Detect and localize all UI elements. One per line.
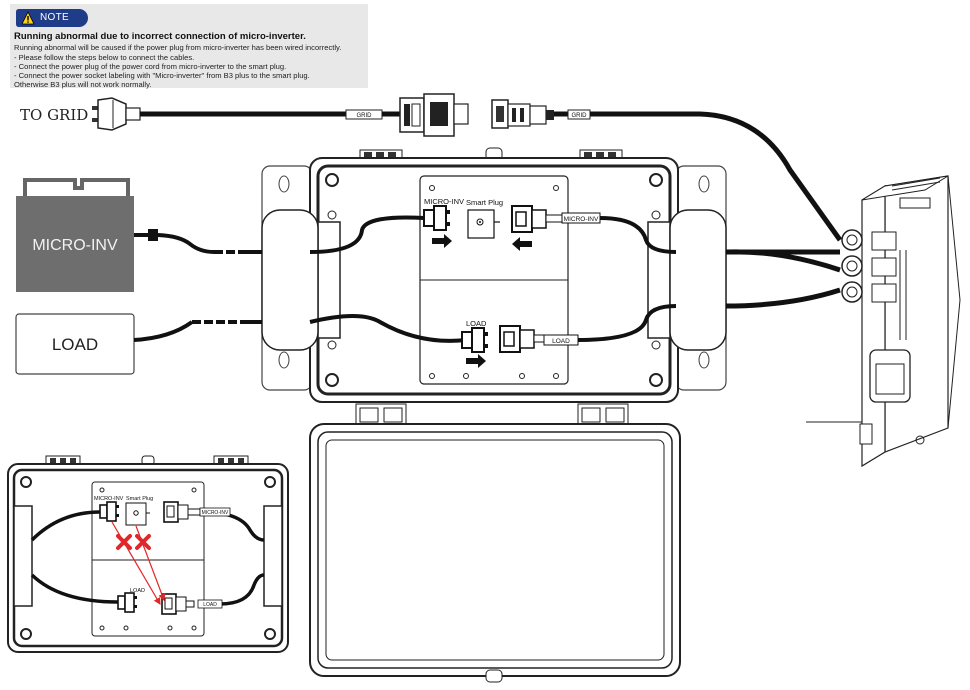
main-load-plug <box>461 327 488 353</box>
wrong-load-plug <box>117 592 137 613</box>
wrong-micro-inv-tag: MICRO-INV <box>202 510 229 516</box>
grid-tag-1: GRID <box>357 113 373 119</box>
main-micro-inv-plug-label: MICRO-INV <box>424 197 464 206</box>
micro-inv-box-label: MICRO-INV <box>32 237 118 254</box>
wrong-load-plug-label: LOAD <box>130 588 145 594</box>
main-smart-plug-label: Smart Plug <box>466 198 503 207</box>
wrong-connection-enclosure <box>7 455 289 653</box>
wrong-smart-plug-label: Smart Plug <box>126 496 153 502</box>
note-line-5: Otherwise B3 plus will not work normally… <box>14 80 152 89</box>
grid-tag-2: GRID <box>572 113 588 119</box>
main-load-socket <box>499 325 545 353</box>
arrow-right-icon <box>432 234 452 248</box>
note-line-1: Running abnormal will be caused if the p… <box>14 43 342 52</box>
arrow-left-icon <box>512 237 532 251</box>
note-line-3: - Connect the power plug of the power co… <box>14 62 287 71</box>
grid-plug <box>92 97 141 131</box>
note-line-2: - Please follow the steps below to conne… <box>14 53 195 62</box>
grid-connector-female <box>491 99 554 129</box>
wrong-micro-inv-plug <box>99 501 119 522</box>
load-box-label: LOAD <box>52 335 98 354</box>
load-box <box>15 313 135 375</box>
main-micro-inv-plug <box>423 205 450 231</box>
grid-connector-male <box>399 93 469 137</box>
wrong-micro-inv-socket <box>163 501 201 523</box>
main-micro-inv-socket <box>511 205 563 233</box>
inverter-bracket <box>23 178 130 198</box>
note-line-4: - Connect the power socket labeling with… <box>14 71 310 80</box>
main-micro-inv-tag: MICRO-INV <box>564 216 599 223</box>
cross-icon <box>135 534 151 550</box>
cross-icon <box>116 534 132 550</box>
wrong-micro-inv-plug-label: MICRO-INV <box>94 496 124 502</box>
note-panel: NOTE Running abnormal due to incorrect c… <box>10 4 368 89</box>
micro-inv-box <box>16 196 134 292</box>
wrong-smart-plug <box>125 502 147 526</box>
main-load-plug-label: LOAD <box>466 319 487 328</box>
grid-cable-2 <box>590 111 843 242</box>
note-badge-label: NOTE <box>40 12 69 23</box>
main-smart-plug <box>467 209 495 239</box>
main-enclosure <box>261 147 727 403</box>
main-load-tag: LOAD <box>552 338 570 345</box>
enclosure-lid <box>309 403 681 683</box>
note-title: Running abnormal due to incorrect connec… <box>14 31 306 42</box>
arrow-right-icon <box>466 354 486 368</box>
warning-icon <box>21 11 35 25</box>
note-badge: NOTE <box>16 9 88 27</box>
wrong-load-tag: LOAD <box>203 602 217 608</box>
b3-plus-device <box>806 175 961 468</box>
to-grid-label: TO GRID <box>20 106 89 124</box>
wrong-load-socket <box>161 593 195 615</box>
